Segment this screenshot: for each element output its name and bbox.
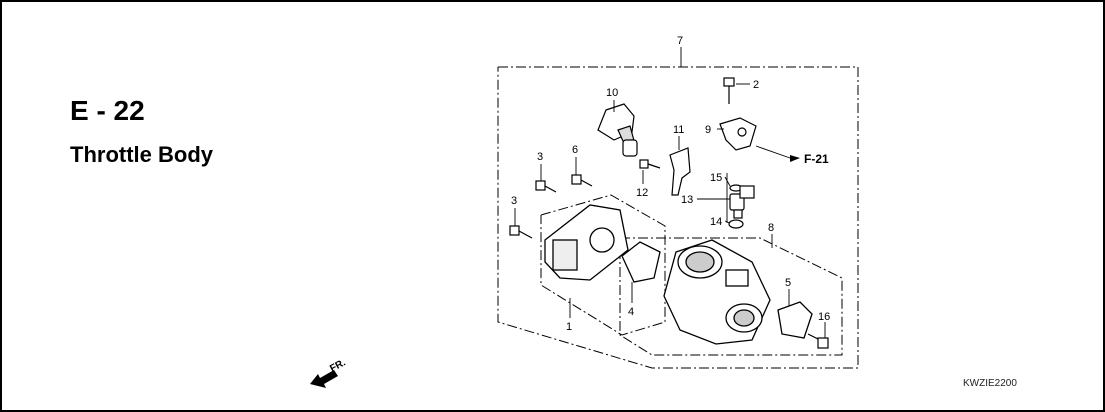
part-16-bolt <box>807 333 829 349</box>
callout-6: 5 <box>785 277 791 289</box>
callout-16: 16 <box>818 311 830 323</box>
callout-7: 7 <box>677 35 683 47</box>
part-4-screw <box>571 174 593 187</box>
part-13-injector <box>729 185 755 219</box>
part-5-gasket <box>621 241 661 283</box>
front-label: FR. <box>328 357 348 374</box>
callout-3-lower: 3 <box>511 195 517 207</box>
callout-3-upper: 3 <box>537 151 543 163</box>
subassembly-boundary-1 <box>540 194 666 336</box>
part-10-sensor <box>597 103 638 157</box>
callout-1: 1 <box>566 321 572 333</box>
section-title: Throttle Body <box>70 142 213 167</box>
part-1-cover <box>544 204 629 281</box>
part-11-clip <box>669 147 691 196</box>
callout-4: 6 <box>572 144 578 156</box>
callout-9: 9 <box>705 124 711 136</box>
part-3-screw-lower <box>509 225 533 239</box>
part-9-bracket <box>719 117 757 151</box>
part-6-bracket <box>777 301 813 339</box>
part-12-screw <box>639 159 661 169</box>
part-3-screw-upper <box>535 180 557 193</box>
callout-15: 15 <box>710 172 722 184</box>
ref-arrow-icon <box>790 155 800 162</box>
leader-lines <box>514 47 826 338</box>
callout-13: 13 <box>681 194 693 206</box>
ref-label-f21: F-21 <box>804 152 829 166</box>
callout-8: 8 <box>768 222 774 234</box>
callout-5: 4 <box>628 306 634 318</box>
throttle-body <box>663 239 771 345</box>
subassembly-boundary-8 <box>619 237 843 356</box>
diagram-code: KWZIE2200 <box>963 378 1017 389</box>
front-arrow-icon <box>310 370 338 388</box>
assembly-boundary-7 <box>497 66 859 369</box>
part-2-bolt <box>723 77 735 104</box>
section-code: E - 22 <box>70 95 145 126</box>
callout-11: 11 <box>673 124 684 136</box>
part-14-seal <box>728 219 744 229</box>
callout-10: 10 <box>606 87 618 99</box>
callout-12: 12 <box>636 187 648 199</box>
callout-14: 14 <box>710 216 722 228</box>
callout-2: 2 <box>753 79 759 91</box>
